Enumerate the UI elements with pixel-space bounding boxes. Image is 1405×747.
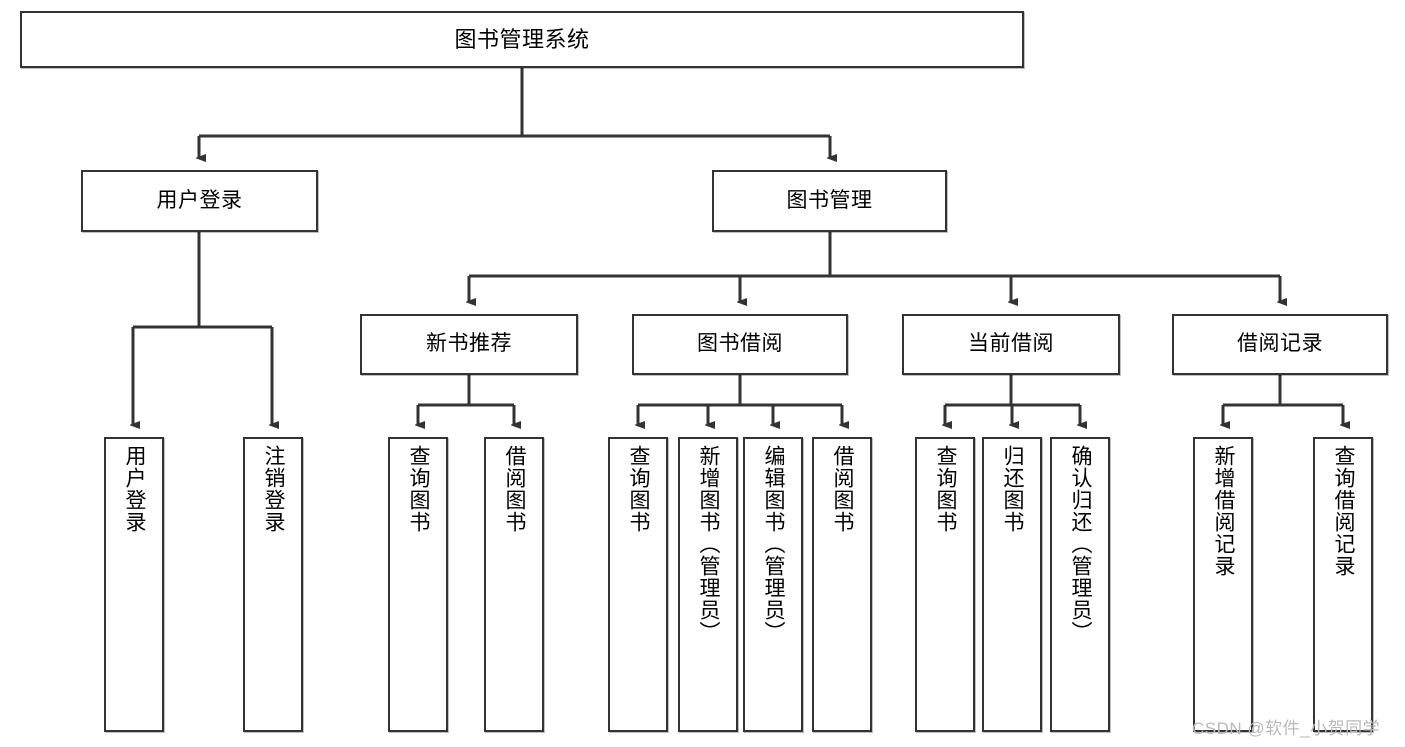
node-leaf-query-book-borrow-label: 查询图书: [626, 445, 650, 533]
node-current-borrow-label: 当前借阅: [968, 332, 1054, 356]
node-leaf-edit-book-admin-label: 编辑图书（管理员）: [761, 445, 785, 643]
node-book-management-label: 图书管理: [786, 188, 873, 212]
node-new-book-recommend-label: 新书推荐: [426, 332, 512, 356]
node-user-login[interactable]: 用户登录: [81, 170, 318, 232]
node-leaf-add-book-admin[interactable]: 新增图书（管理员）: [678, 437, 738, 732]
node-leaf-borrow-book-rec-label: 借阅图书: [502, 445, 526, 533]
node-leaf-confirm-return-admin[interactable]: 确认归还（管理员）: [1050, 437, 1110, 732]
node-borrow-record-label: 借阅记录: [1237, 332, 1323, 356]
csdn-watermark: CSDN @软件_小贺同学: [1192, 719, 1381, 738]
node-new-book-recommend[interactable]: 新书推荐: [360, 314, 578, 375]
node-current-borrow[interactable]: 当前借阅: [902, 314, 1120, 375]
node-leaf-return-book[interactable]: 归还图书: [982, 437, 1042, 732]
node-leaf-query-book-current[interactable]: 查询图书: [915, 437, 975, 732]
node-leaf-logout-login[interactable]: 注销登录: [243, 437, 303, 732]
node-leaf-add-borrow-record-label: 新增借阅记录: [1211, 445, 1235, 577]
node-leaf-query-book-rec-label: 查询图书: [406, 445, 430, 533]
node-leaf-edit-book-admin[interactable]: 编辑图书（管理员）: [743, 437, 803, 732]
node-root-label: 图书管理系统: [454, 26, 590, 52]
node-leaf-return-book-label: 归还图书: [1000, 445, 1024, 533]
node-leaf-borrow-book-label: 借阅图书: [830, 445, 854, 533]
node-user-login-label: 用户登录: [156, 188, 243, 212]
node-leaf-query-book-borrow[interactable]: 查询图书: [608, 437, 668, 732]
node-root[interactable]: 图书管理系统: [20, 11, 1024, 68]
node-leaf-query-book-current-label: 查询图书: [933, 445, 957, 533]
node-leaf-add-book-admin-label: 新增图书（管理员）: [696, 445, 720, 643]
node-borrow-record[interactable]: 借阅记录: [1172, 314, 1388, 375]
node-leaf-logout-login-label: 注销登录: [261, 445, 285, 533]
node-leaf-user-login[interactable]: 用户登录: [104, 437, 164, 732]
node-leaf-borrow-book[interactable]: 借阅图书: [812, 437, 872, 732]
node-leaf-confirm-return-admin-label: 确认归还（管理员）: [1068, 445, 1092, 643]
node-book-borrow[interactable]: 图书借阅: [632, 314, 848, 375]
node-leaf-borrow-book-rec[interactable]: 借阅图书: [484, 437, 544, 732]
node-leaf-add-borrow-record[interactable]: 新增借阅记录: [1193, 437, 1253, 732]
node-leaf-query-borrow-record-label: 查询借阅记录: [1331, 445, 1355, 577]
node-leaf-user-login-label: 用户登录: [122, 445, 146, 533]
node-book-management[interactable]: 图书管理: [712, 170, 947, 232]
node-leaf-query-borrow-record[interactable]: 查询借阅记录: [1313, 437, 1373, 732]
node-leaf-query-book-rec[interactable]: 查询图书: [388, 437, 448, 732]
node-book-borrow-label: 图书借阅: [697, 332, 783, 356]
